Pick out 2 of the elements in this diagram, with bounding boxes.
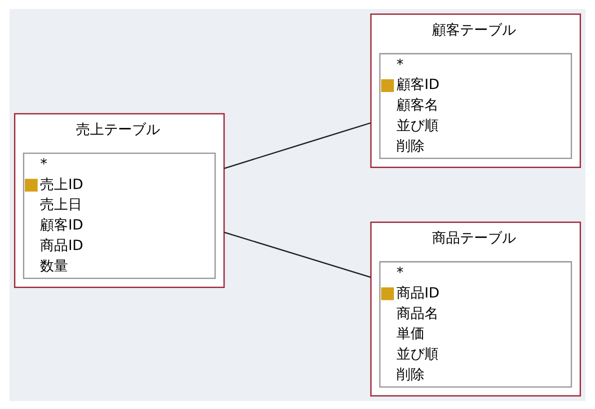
connector bbox=[224, 122, 371, 168]
connector bbox=[224, 231, 371, 278]
